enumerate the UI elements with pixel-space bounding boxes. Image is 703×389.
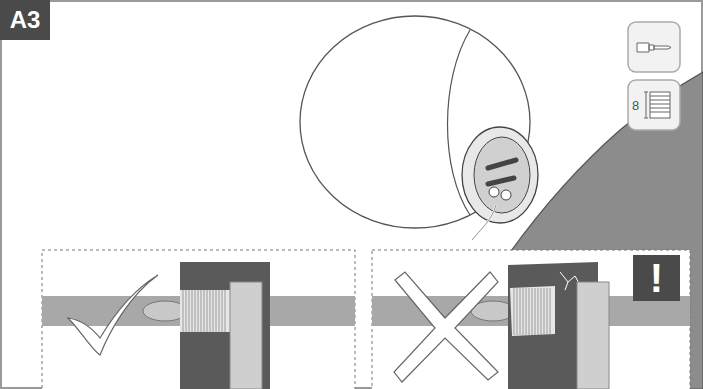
fastener-icon-box [628,80,680,130]
fastener-icon-text: 8 [632,98,639,113]
thread [180,290,230,332]
warning-badge: ! [633,255,680,301]
sphere [300,16,530,228]
cable [472,205,496,240]
thread-lines [183,290,225,332]
cross-mark [394,272,498,382]
detail-panel [372,250,690,389]
cable [472,205,496,240]
screw [501,190,511,200]
tool-icon-box [628,22,680,72]
mount-bracket [488,160,516,184]
thread [510,286,555,336]
warning-badge-text: ! [650,256,663,301]
fastener-icon: 8 [628,80,680,130]
thread-lines [514,288,550,335]
plate [230,282,262,389]
mount-plate [462,127,538,223]
step-badge-text: A3 [10,6,41,34]
check-mark [68,275,158,355]
step-badge: A3 [0,0,50,40]
nut [180,262,270,389]
screw [489,187,499,197]
detail-panel [42,250,355,389]
mount-inner [474,137,530,213]
plate [577,282,609,389]
screwdriver-icon [637,43,671,52]
stack-icon [644,92,670,118]
